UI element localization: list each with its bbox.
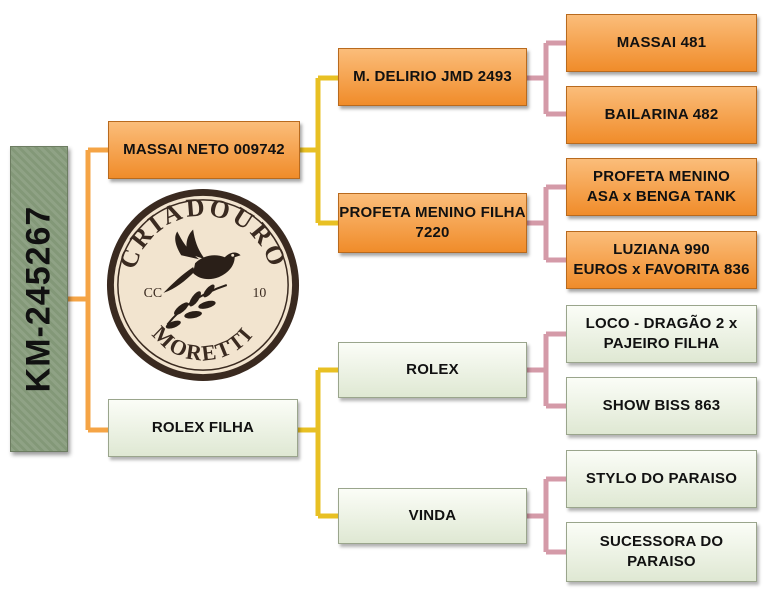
logo-right-text: 10 bbox=[253, 285, 267, 300]
ggp-box-6[interactable]: SHOW BISS 863 bbox=[566, 377, 757, 435]
ggp-box-5[interactable]: LOCO - DRAGÃO 2 x PAJEIRO FILHA bbox=[566, 305, 757, 363]
ggp-box-2[interactable]: BAILARINA 482 bbox=[566, 86, 757, 144]
sire-sire-label: M. DELIRIO JMD 2493 bbox=[353, 68, 512, 85]
dam-sire-label: ROLEX bbox=[406, 361, 459, 378]
sire-dam-box[interactable]: PROFETA MENINO FILHA 7220 bbox=[338, 193, 527, 253]
ggp-box-3[interactable]: PROFETA MENINO ASA x BENGA TANK bbox=[566, 158, 757, 216]
dam-sire-box[interactable]: ROLEX bbox=[338, 342, 527, 398]
sire-label: MASSAI NETO 009742 bbox=[123, 141, 285, 158]
dam-box[interactable]: ROLEX FILHA bbox=[108, 399, 298, 457]
connector-sire-grandparents bbox=[300, 75, 338, 226]
root-bird-id-label: KM-245267 bbox=[19, 205, 58, 393]
ggp-label-4: LUZIANA 990 EUROS x FAVORITA 836 bbox=[573, 241, 750, 278]
bird-icon bbox=[163, 229, 241, 293]
dam-dam-box[interactable]: VINDA bbox=[338, 488, 527, 544]
connector-gp4 bbox=[527, 476, 566, 555]
connector-dam-grandparents bbox=[298, 367, 338, 519]
criadouro-moretti-logo: CRIADOURO MORETTI CC 10 bbox=[106, 188, 300, 382]
ggp-label-2: BAILARINA 482 bbox=[604, 106, 719, 123]
ggp-label-3: PROFETA MENINO ASA x BENGA TANK bbox=[586, 168, 737, 205]
ggp-box-1[interactable]: MASSAI 481 bbox=[566, 14, 757, 72]
root-bird-id[interactable]: KM-245267 bbox=[10, 146, 68, 452]
logo-face bbox=[113, 195, 293, 375]
dam-dam-label: VINDA bbox=[408, 507, 457, 524]
sire-box[interactable]: MASSAI NETO 009742 bbox=[108, 121, 300, 179]
ggp-box-7[interactable]: STYLO DO PARAISO bbox=[566, 450, 757, 508]
ggp-label-7: STYLO DO PARAISO bbox=[585, 470, 738, 487]
ggp-box-8[interactable]: SUCESSORA DO PARAISO bbox=[566, 522, 757, 582]
connector-gp1 bbox=[527, 40, 566, 117]
logo-inner-ring bbox=[117, 199, 289, 371]
logo-left-text: CC bbox=[144, 285, 163, 300]
ggp-label-6: SHOW BISS 863 bbox=[602, 397, 721, 414]
connector-gp2 bbox=[527, 184, 566, 263]
olive-branch-icon bbox=[165, 284, 228, 329]
connector-root-parents bbox=[68, 147, 108, 433]
ggp-label-8: SUCESSORA DO PARAISO bbox=[599, 533, 724, 570]
ggp-box-4[interactable]: LUZIANA 990 EUROS x FAVORITA 836 bbox=[566, 231, 757, 289]
ggp-label-1: MASSAI 481 bbox=[616, 34, 707, 51]
sire-sire-box[interactable]: M. DELIRIO JMD 2493 bbox=[338, 48, 527, 106]
connector-gp3 bbox=[527, 331, 566, 409]
ggp-label-5: LOCO - DRAGÃO 2 x PAJEIRO FILHA bbox=[585, 315, 738, 352]
dam-label: ROLEX FILHA bbox=[151, 419, 255, 436]
sire-dam-label: PROFETA MENINO FILHA 7220 bbox=[339, 204, 526, 241]
